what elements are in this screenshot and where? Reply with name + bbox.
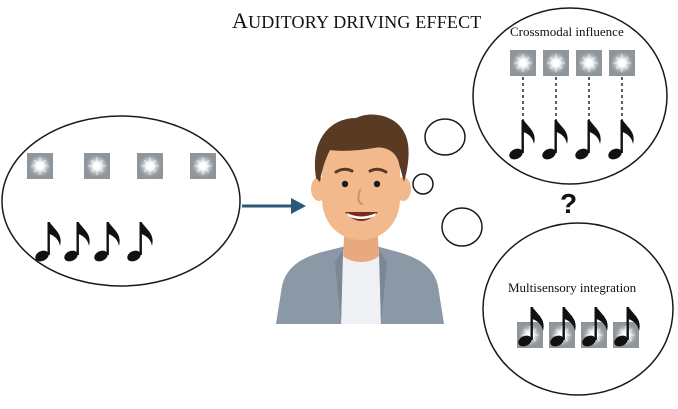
stimulus-ellipse [1, 115, 241, 287]
flash-stimulus-icon [542, 49, 570, 77]
thought-bubbles [412, 118, 483, 247]
flash-stimulus-icon [608, 49, 636, 77]
multisensory-integration-label: Multisensory integration [508, 280, 637, 295]
diagram-title: AUDITORY DRIVING EFFECT [232, 8, 492, 34]
crossmodal-influence-panel [472, 7, 668, 185]
title-first-letter: A [232, 8, 249, 33]
flash-stimulus-icon [26, 152, 54, 180]
flash-stimulus-icon [136, 152, 164, 180]
flash-stimulus-icon [83, 152, 111, 180]
title-rest: UDITORY DRIVING EFFECT [248, 12, 482, 32]
flash-stimulus-icon [575, 49, 603, 77]
question-mark: ? [560, 188, 578, 219]
flash-stimulus-icon [509, 49, 537, 77]
dashed-connector-lines [522, 77, 623, 122]
person-illustration [276, 114, 444, 324]
crossmodal-influence-label: Crossmodal influence [510, 24, 624, 39]
multisensory-integration-panel [482, 222, 674, 396]
flash-stimulus-icon [189, 152, 217, 180]
right-arrow-icon [242, 198, 306, 214]
